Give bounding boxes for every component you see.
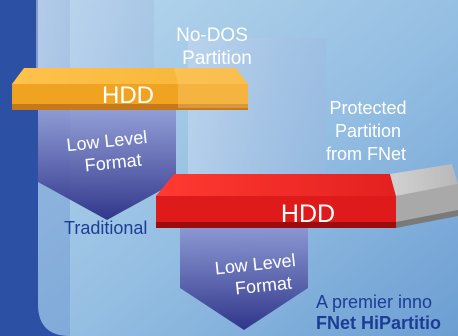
tagline-line1: A premier inno (316, 292, 432, 312)
protected-label-line3: from FNet (326, 144, 406, 164)
fnet-hdd (156, 174, 396, 228)
traditional-hdd (12, 68, 248, 110)
traditional-caption: Traditional (64, 218, 147, 238)
tagline-line2: FNet HiPartitio (316, 313, 441, 333)
no-dos-label-line2: Partition (182, 48, 252, 69)
fnet-hdd-label: HDD (281, 200, 335, 228)
protected-label-line2: Partition (335, 121, 401, 141)
fnet-shaft (188, 38, 326, 198)
traditional-hdd-label: HDD (102, 82, 154, 109)
no-dos-label-line1: No-DOS (176, 25, 248, 46)
traditional-arrow (38, 108, 176, 220)
protected-partition-block (390, 164, 458, 228)
protected-label-line1: Protected (329, 98, 406, 118)
fnet-arrow (180, 222, 308, 330)
